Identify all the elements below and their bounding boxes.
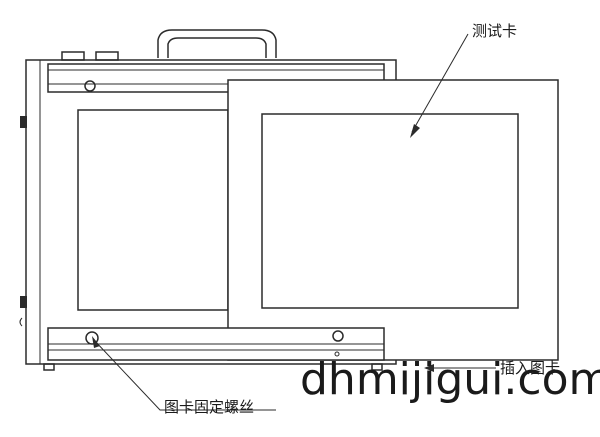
side-latches xyxy=(19,116,27,327)
cabinet-feet xyxy=(43,363,383,371)
carry-handle xyxy=(157,29,277,58)
leader-insert-card xyxy=(424,364,496,372)
test-card xyxy=(227,79,559,361)
watermark-text: dhmijigui.com xyxy=(300,354,600,405)
leader-test-card xyxy=(410,33,469,138)
label-test-card: 测试卡 xyxy=(472,22,517,40)
label-insert-card: 插入图卡 xyxy=(500,359,560,377)
label-card-fixing-screw: 图卡固定螺丝 xyxy=(164,398,254,416)
leader-card-fixing-screw xyxy=(92,336,276,411)
bottom-clamp-rail xyxy=(47,327,385,361)
